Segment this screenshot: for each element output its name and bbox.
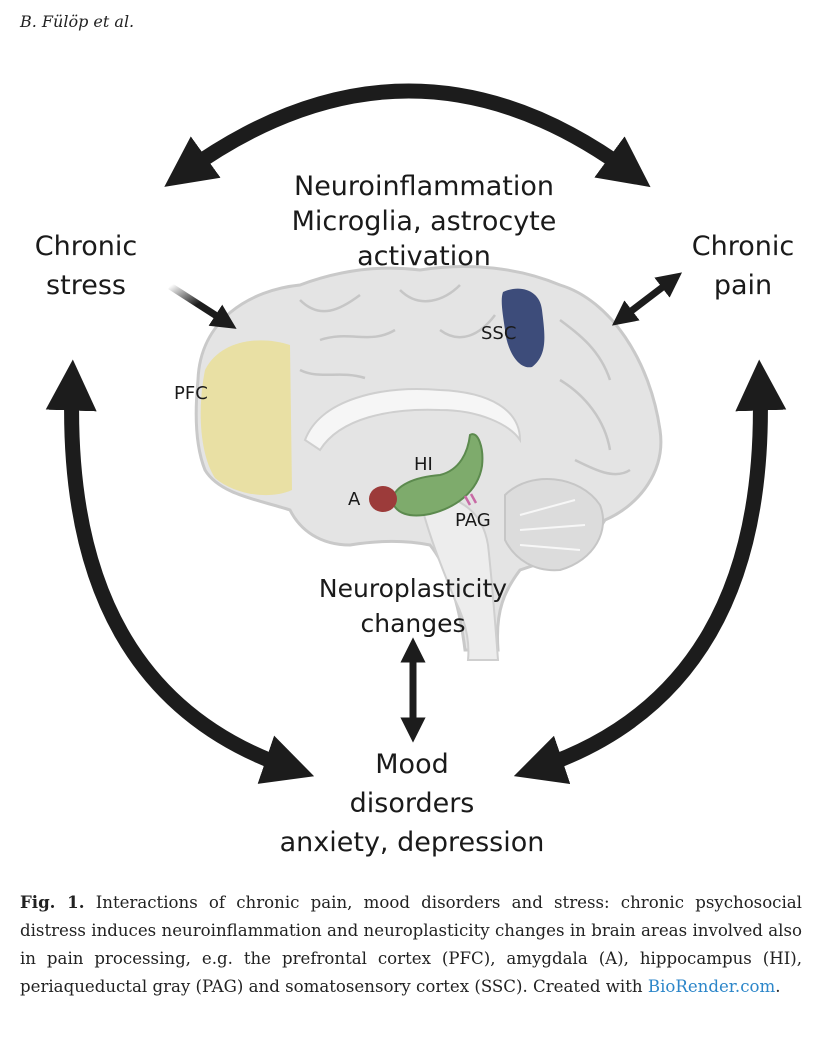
ssc-label: SSC [481,323,516,344]
stress-to-brain-arrow [168,283,237,329]
hippocampus-region [390,433,484,517]
anxiety-depression-label: anxiety, depression [280,827,545,858]
mood-label: Mood [375,749,448,780]
activation-label: activation [357,241,491,272]
figure-diagram: Neuroinflammation Microglia, astrocyte a… [35,83,794,858]
chronic-pain-label-1: Chronic [692,231,794,262]
left-cycle-arrow [45,359,315,784]
disorders-label: disorders [350,788,475,819]
brainstem [418,496,500,661]
chronic-stress-label-1: Chronic [35,231,137,262]
neuroinflammation-label: Neuroinflammation [294,171,554,202]
pag-region [463,493,478,506]
chronic-pain-label-2: pain [714,270,772,301]
caption-end: . [775,977,781,996]
pain-brain-arrow [611,272,683,326]
corpus-callosum [303,388,522,452]
figure-caption: Fig. 1. Interactions of chronic pain, mo… [20,888,802,1001]
caption-label: Fig. 1. [20,892,85,912]
pag-label: PAG [455,510,491,531]
pfc-region [200,340,292,496]
amygdala-region [369,486,397,512]
running-head: B. Fülöp et al. [20,12,135,31]
cerebellum [504,478,605,572]
ssc-region [501,288,545,368]
changes-label: changes [360,609,465,638]
top-cycle-arrow [164,83,651,188]
a-label: A [348,489,361,510]
microglia-label: Microglia, astrocyte [292,206,557,237]
right-cycle-arrow [513,359,787,785]
pfc-label: PFC [174,383,208,404]
biorender-link[interactable]: BioRender.com [647,977,776,996]
hi-label: HI [414,454,433,475]
caption-text: Interactions of chronic pain, mood disor… [20,893,802,996]
neuroplasticity-label: Neuroplasticity [319,574,507,603]
brain-illustration [194,265,663,661]
chronic-stress-label-2: stress [46,270,126,301]
